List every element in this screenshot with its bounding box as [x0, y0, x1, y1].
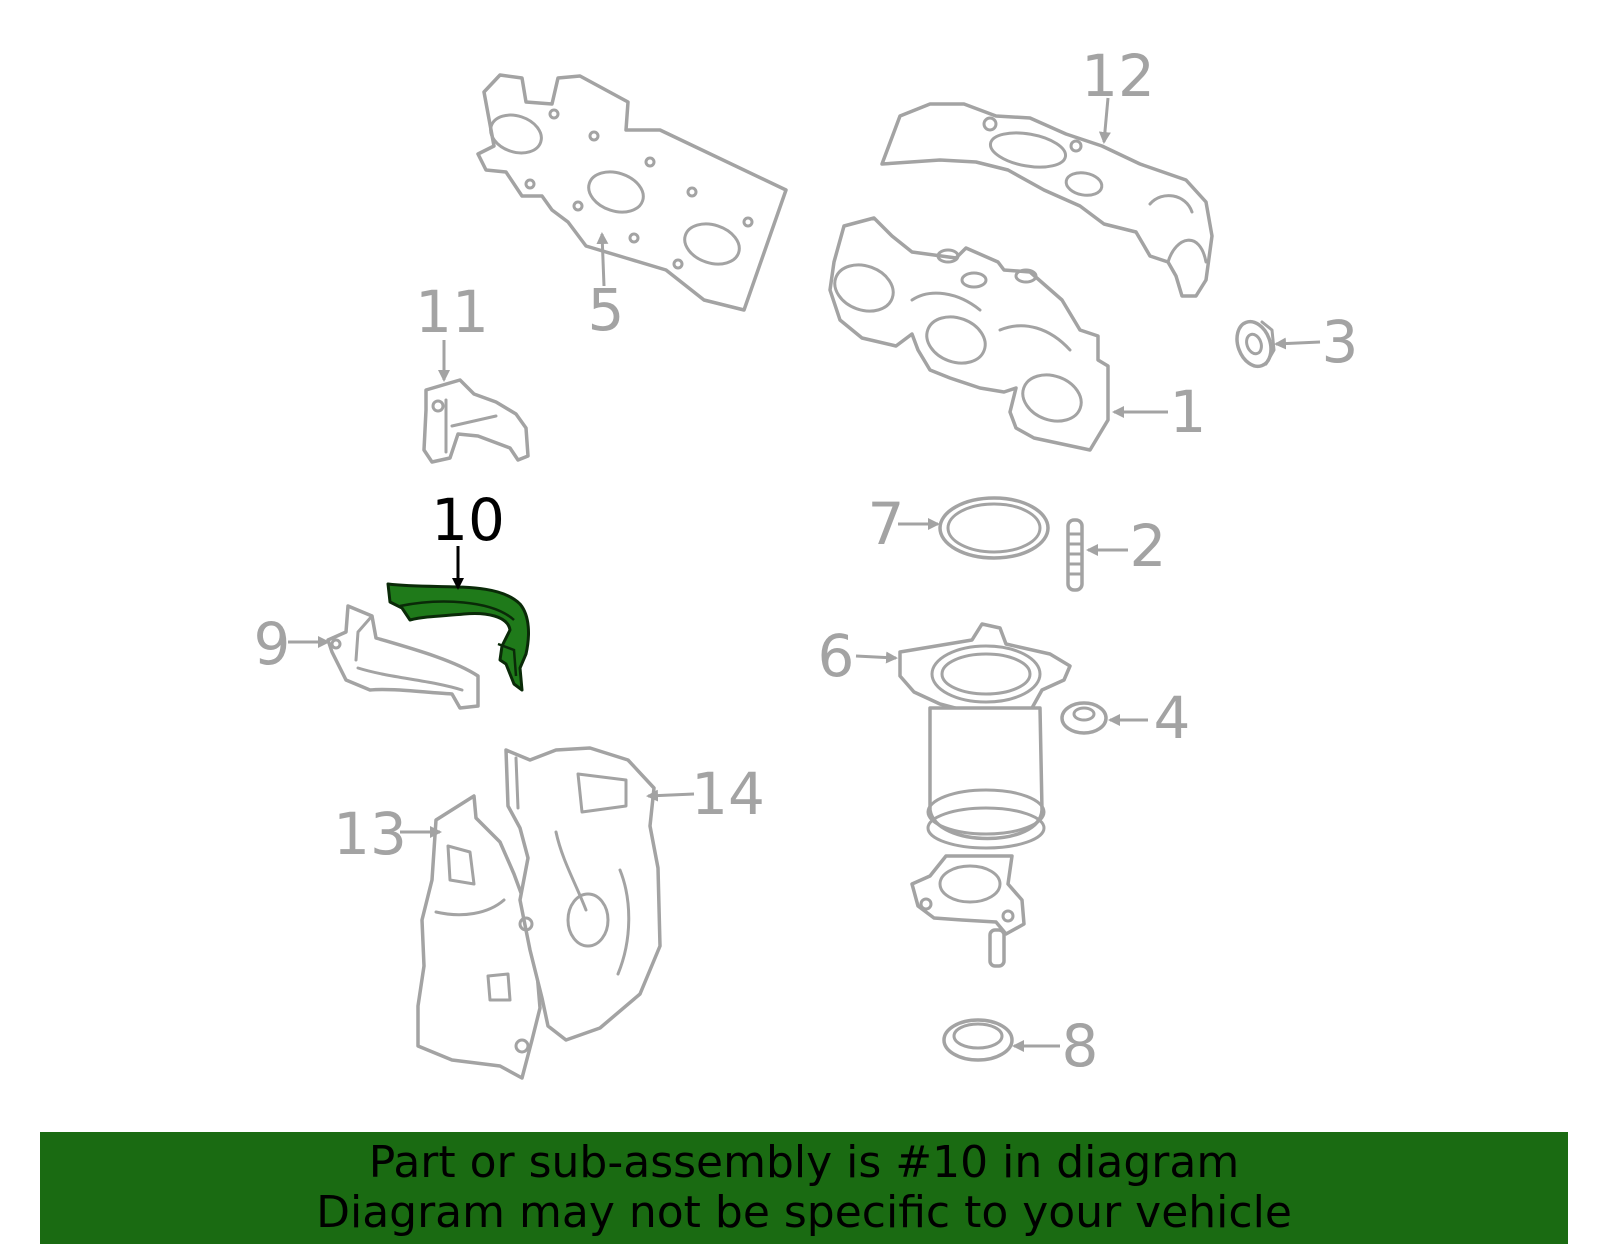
- banner-line-part-number: Part or sub-assembly is #10 in diagram: [368, 1137, 1240, 1188]
- callout-5: 5: [588, 276, 625, 344]
- banner-line-disclaimer: Diagram may not be specific to your vehi…: [316, 1187, 1292, 1238]
- callout-3: 3: [1322, 308, 1359, 376]
- part-3-nut: [1235, 319, 1276, 369]
- callout-13: 13: [333, 800, 407, 868]
- callout-leaders: [288, 97, 1321, 1052]
- part-14-upper-heat-shield: [504, 746, 662, 1042]
- part-6-catalytic-converter: [898, 622, 1072, 968]
- callout-14: 14: [691, 760, 765, 828]
- part-11-bracket: [422, 378, 530, 464]
- callout-10: 10: [431, 486, 505, 554]
- part-4-nut: [1060, 701, 1108, 735]
- callout-6: 6: [818, 622, 855, 690]
- part-8-gasket: [942, 1018, 1014, 1062]
- part-13-lower-heat-shield: [416, 794, 542, 1080]
- part-9-clamp-bracket: [326, 604, 480, 710]
- part-info-banner: Part or sub-assembly is #10 in diagram D…: [40, 1132, 1568, 1244]
- part-7-gasket: [938, 496, 1050, 560]
- callout-labels: 12 5 11 3 1 7 2 10 9 6 4 14 13 8: [254, 42, 1359, 1080]
- part-12-heat-shield: [880, 102, 1214, 298]
- callout-7: 7: [868, 490, 905, 558]
- part-2-stud: [1066, 518, 1084, 592]
- callout-11: 11: [415, 278, 489, 346]
- callout-4: 4: [1154, 684, 1191, 752]
- callout-8: 8: [1062, 1012, 1099, 1080]
- part-1-exhaust-manifold: [828, 216, 1110, 452]
- callout-2: 2: [1130, 512, 1167, 580]
- part-10-strap-highlighted: [386, 582, 530, 692]
- callout-9: 9: [254, 610, 291, 678]
- callout-1: 1: [1170, 378, 1207, 446]
- part-5-manifold-gasket: [476, 73, 788, 312]
- callout-12: 12: [1081, 42, 1155, 110]
